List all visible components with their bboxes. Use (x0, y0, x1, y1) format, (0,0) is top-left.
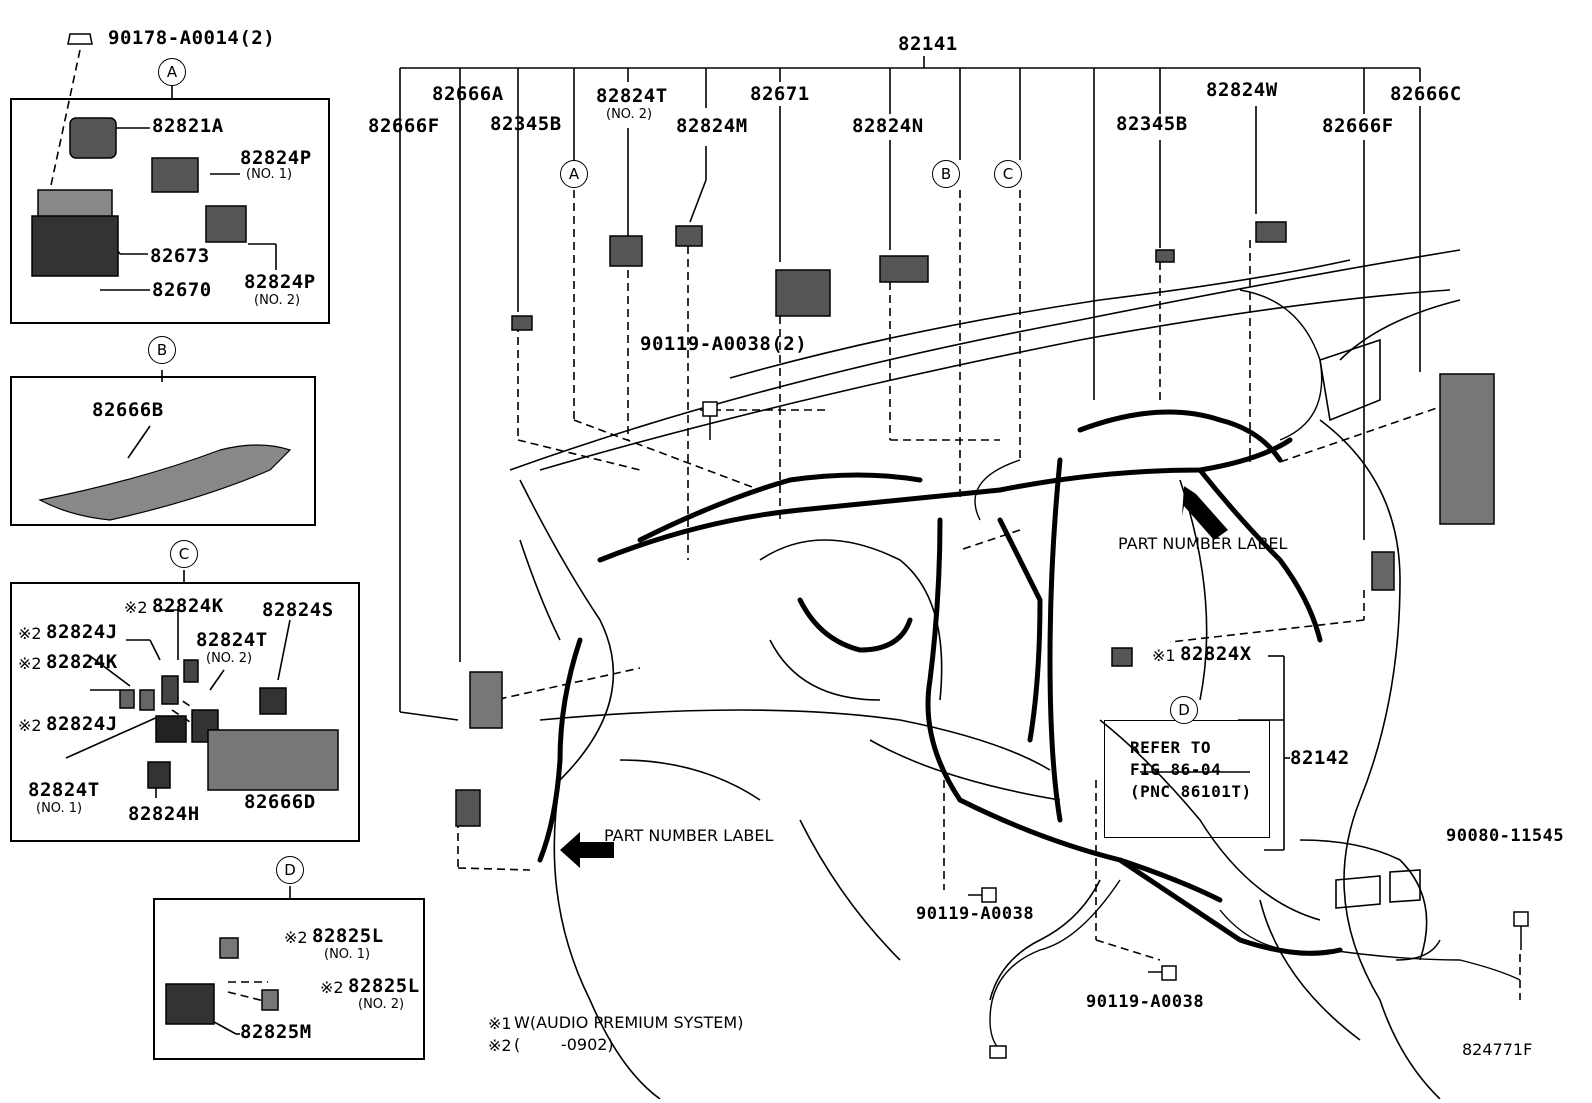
label-bolt-mid: 90119-A0038 (916, 904, 1035, 924)
label-82824J-top: 82824J (46, 621, 118, 643)
callout-C-left: C (170, 540, 198, 568)
label-82666F-left: 82666F (368, 115, 440, 137)
label-82824T-2-note: (NO. 2) (206, 651, 253, 666)
label-82673: 82673 (150, 245, 210, 267)
label-82824H: 82824H (128, 803, 200, 825)
label-82142: 82142 (1290, 747, 1350, 769)
mark-2-82824K-top: ※2 (124, 598, 148, 617)
refer-line-3: (PNC 86101T) (1130, 782, 1252, 801)
label-82824P-1: 82824P (240, 147, 312, 169)
label-82824T-2: 82824T (196, 629, 268, 651)
label-82824P-2: 82824P (244, 271, 316, 293)
label-82824T-1-note: (NO. 1) (36, 801, 83, 816)
callout-A-main: A (560, 160, 588, 188)
label-82345B-right: 82345B (1116, 113, 1188, 135)
label-82824S: 82824S (262, 599, 334, 621)
mark-2-82824J-top: ※2 (18, 624, 42, 643)
label-82824K-mid: 82824K (46, 651, 118, 673)
label-82345B-left: 82345B (490, 113, 562, 135)
callout-B-left: B (148, 336, 176, 364)
footnote-2-mark: ※2 (488, 1036, 512, 1055)
label-82824T-top: 82824T (596, 85, 668, 107)
label-bolt-right: 90080-11545 (1446, 826, 1565, 846)
label-82825L-2: 82825L (348, 975, 420, 997)
refer-line-1: REFER TO (1130, 738, 1212, 757)
label-82666B: 82666B (92, 399, 164, 421)
label-82824P-1-note: (NO. 1) (246, 167, 293, 182)
label-82666A: 82666A (432, 83, 504, 105)
label-82824T-1: 82824T (28, 779, 100, 801)
mark-1-82824X: ※1 (1152, 646, 1176, 665)
footnote-1: W(AUDIO PREMIUM SYSTEM) (514, 1013, 744, 1032)
label-82666D: 82666D (244, 791, 316, 813)
detail-box-C (10, 582, 360, 842)
label-82671: 82671 (750, 83, 810, 105)
figure-id: 824771F (1462, 1040, 1533, 1059)
label-82824P-2-note: (NO. 2) (254, 293, 301, 308)
footnote-1-mark: ※1 (488, 1014, 512, 1033)
callout-C-main: C (994, 160, 1022, 188)
label-82824W: 82824W (1206, 79, 1278, 101)
mark-2-82825L-1: ※2 (284, 928, 308, 947)
detail-box-A (10, 98, 330, 324)
detail-box-B (10, 376, 316, 526)
callout-B-main: B (932, 160, 960, 188)
label-82824J-low: 82824J (46, 713, 118, 735)
callout-D-left: D (276, 856, 304, 884)
footnote-2: ( -0902) (514, 1035, 614, 1054)
label-82824N: 82824N (852, 115, 924, 137)
label-82666F-right: 82666F (1322, 115, 1394, 137)
label-clip-top: 90178-A0014(2) (108, 27, 276, 49)
label-82825L-2-note: (NO. 2) (358, 997, 405, 1012)
label-82821A: 82821A (152, 115, 224, 137)
label-82670: 82670 (152, 279, 212, 301)
refer-line-2: FIG 86-04 (1130, 760, 1222, 779)
mark-2-82825L-2: ※2 (320, 978, 344, 997)
label-82825L-1: 82825L (312, 925, 384, 947)
label-82824X: 82824X (1180, 643, 1252, 665)
label-82825M: 82825M (240, 1021, 312, 1043)
label-bolt-low: 90119-A0038 (1086, 992, 1205, 1012)
mark-2-82824K-mid: ※2 (18, 654, 42, 673)
label-82824T-top-note: (NO. 2) (606, 107, 653, 122)
callout-A-left: A (158, 58, 186, 86)
detail-box-D (153, 898, 425, 1060)
part-number-label-left: PART NUMBER LABEL (604, 826, 774, 845)
part-number-label-right: PART NUMBER LABEL (1118, 534, 1288, 553)
label-bolt-top: 90119-A0038(2) (640, 333, 808, 355)
mark-2-82824J-low: ※2 (18, 716, 42, 735)
label-82141: 82141 (898, 33, 958, 55)
label-82666C: 82666C (1390, 83, 1462, 105)
callout-D-main: D (1170, 696, 1198, 724)
label-82824M: 82824M (676, 115, 748, 137)
label-82824K-top: 82824K (152, 595, 224, 617)
label-82825L-1-note: (NO. 1) (324, 947, 371, 962)
